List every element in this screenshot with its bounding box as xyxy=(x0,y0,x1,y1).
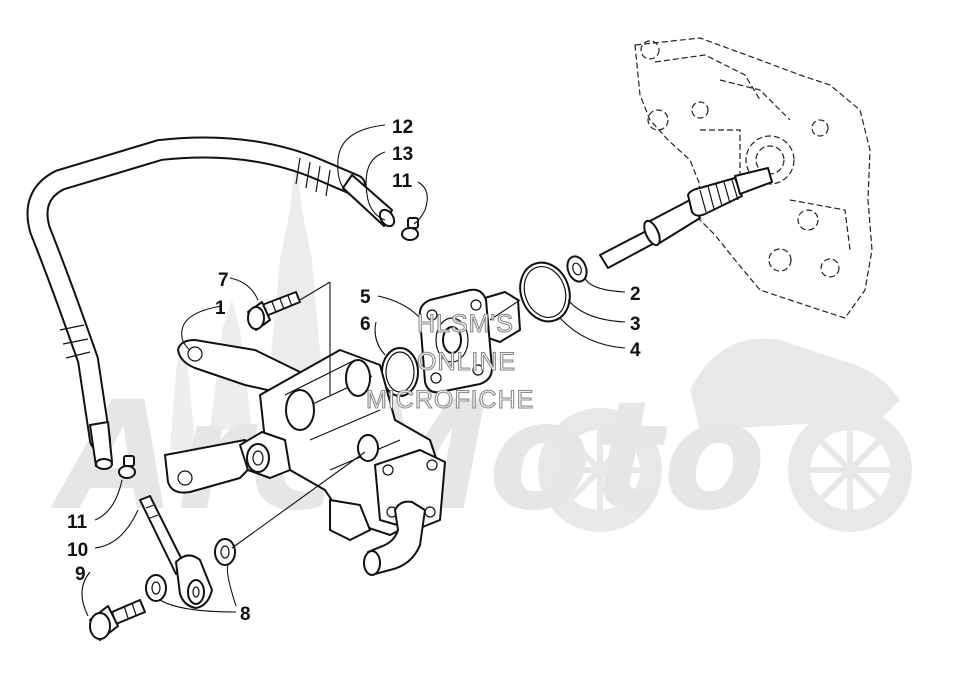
callouts: 12 13 11 7 1 5 6 2 3 4 11 10 9 8 xyxy=(67,117,641,625)
bolt-7 xyxy=(247,291,301,331)
watermark-line-2: ONLINE xyxy=(417,348,516,376)
callout-3: 3 xyxy=(630,314,641,335)
pump-cover-5 xyxy=(418,288,521,394)
callout-13: 13 xyxy=(392,144,413,165)
washer-8b xyxy=(145,574,167,602)
watermark-text: HLSM'S ONLINE MICROFICHE xyxy=(365,309,534,414)
callout-5: 5 xyxy=(360,287,371,308)
watermark-line-1: HLSM'S xyxy=(417,310,514,338)
callout-10: 10 xyxy=(67,540,88,561)
callout-12: 12 xyxy=(392,117,413,138)
callout-11-upper: 11 xyxy=(392,171,413,192)
leader-lines xyxy=(81,124,626,617)
callout-9: 9 xyxy=(75,564,86,585)
callout-8: 8 xyxy=(240,604,251,625)
assembly-lines xyxy=(231,281,521,549)
drive-shaft xyxy=(599,167,773,269)
washer-2 xyxy=(566,255,588,283)
washer-8a xyxy=(214,538,236,566)
oil-pump-body-1 xyxy=(164,339,446,576)
watermark-line-3: MICROFICHE xyxy=(366,386,534,414)
callout-6: 6 xyxy=(360,314,371,335)
callout-1: 1 xyxy=(215,298,226,319)
banjo-fitting-10 xyxy=(139,495,213,609)
hose-clamp-upper-11 xyxy=(401,217,419,241)
banjo-bolt-9 xyxy=(89,599,146,641)
callout-4: 4 xyxy=(630,340,641,361)
callout-7: 7 xyxy=(218,270,229,291)
callout-11-lower: 11 xyxy=(67,512,88,533)
callout-2: 2 xyxy=(630,284,641,305)
hose-clamp-lower-11 xyxy=(118,455,136,479)
oil-hose-12 xyxy=(26,136,396,470)
o-ring-4 xyxy=(519,261,571,323)
